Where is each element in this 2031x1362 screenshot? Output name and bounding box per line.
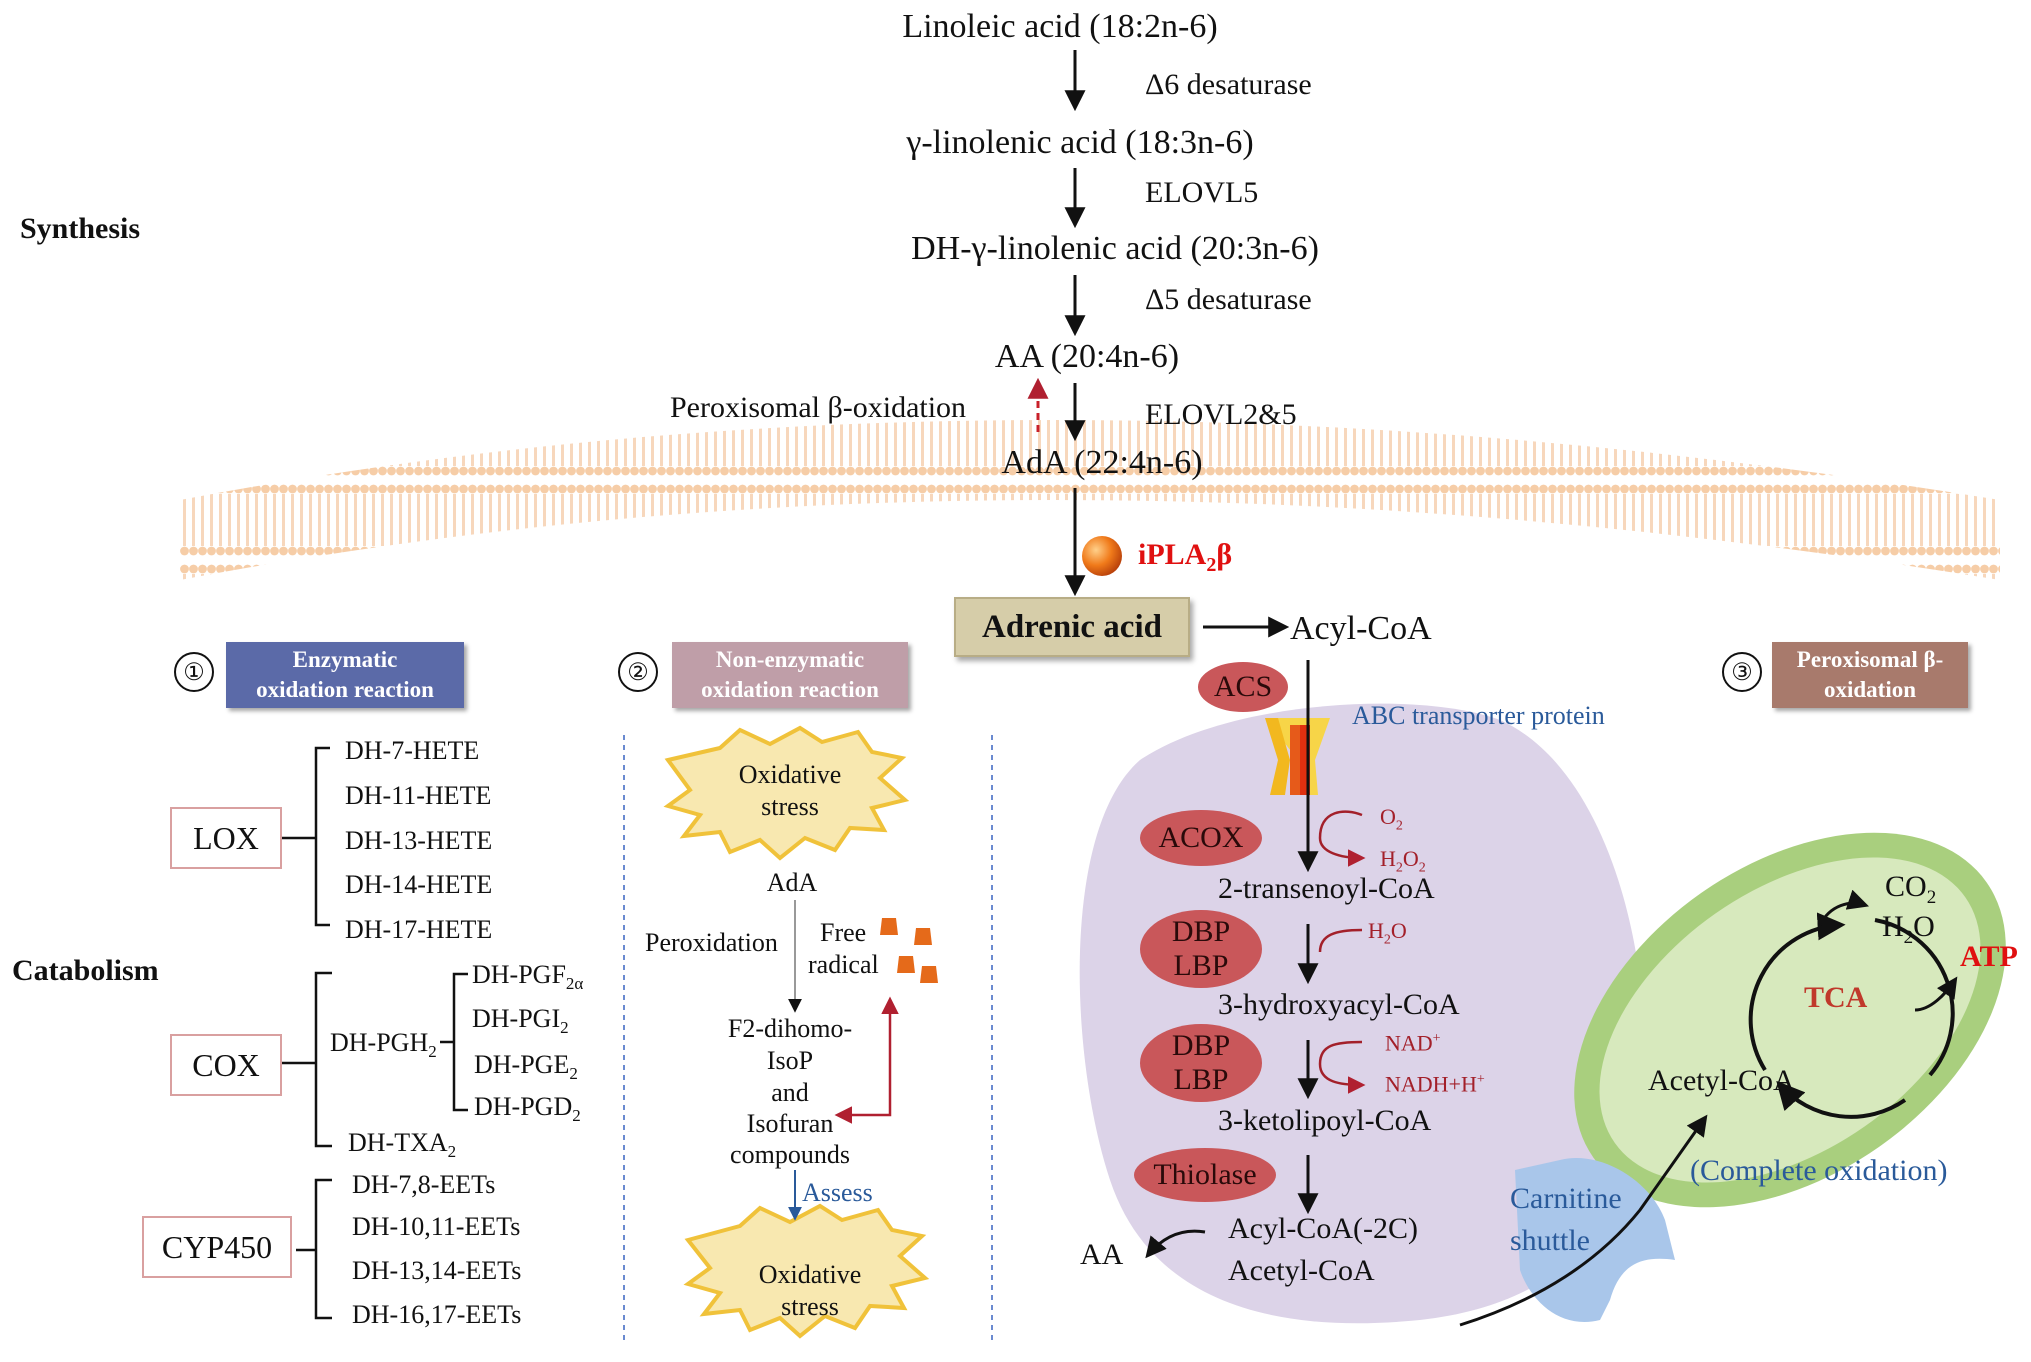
adrenic-acid-ada: AdA (22:4n-6): [1001, 444, 1203, 481]
ada-label: AdA: [766, 868, 818, 897]
lox-product-2: DH-11-HETE: [345, 781, 492, 810]
delta6-desaturase: Δ6 desaturase: [1145, 68, 1312, 101]
lox-box: LOX: [170, 807, 282, 869]
tca-label: TCA: [1804, 981, 1868, 1014]
h2o-label: H2O: [1368, 918, 1407, 948]
nad-label: NAD+: [1385, 1030, 1441, 1056]
oxidative-stress-burst-1: [663, 725, 910, 861]
hydroxyacyl-coa: 3-hydroxyacyl-CoA: [1218, 988, 1460, 1021]
adrenic-acid-box: Adrenic acid: [954, 597, 1190, 657]
ipla2-enzyme-icon: [1082, 536, 1122, 576]
f2-line5: compounds: [730, 1140, 850, 1169]
oxidative-stress-2-line1: Oxidative: [758, 1260, 862, 1289]
free-label: Free: [820, 918, 867, 947]
section3-header: Peroxisomal β-oxidation: [1772, 642, 1968, 708]
elovl2-5-enzyme: ELOVL2&5: [1145, 398, 1297, 431]
lox-product-5: DH-17-HETE: [345, 915, 493, 944]
nadh-label: NADH+H+: [1385, 1071, 1485, 1097]
cyp-product-1: DH-7,8-EETs: [352, 1170, 496, 1199]
f2-line4: Isofuran: [746, 1109, 834, 1138]
ketolipoyl-coa: 3-ketolipoyl-CoA: [1218, 1104, 1432, 1137]
acs-enzyme: ACS: [1198, 662, 1288, 712]
cyp-product-3: DH-13,14-EETs: [352, 1256, 522, 1285]
oxidative-stress-1-line1: Oxidative: [738, 760, 842, 789]
oxidative-stress-burst-2: [683, 1203, 930, 1339]
oxidative-stress-2-line2: stress: [781, 1292, 839, 1321]
synthesis-label: Synthesis: [20, 212, 141, 245]
arachidonic-acid: AA (20:4n-6): [994, 338, 1180, 375]
cyp-product-2: DH-10,11-EETs: [352, 1212, 521, 1241]
cox-box: COX: [170, 1034, 282, 1096]
co2-label: CO2: [1885, 870, 1937, 908]
acyl-coa-minus-2c: Acyl-CoA(-2C): [1228, 1212, 1418, 1245]
cyp-product-4: DH-16,17-EETs: [352, 1300, 522, 1329]
atp-label: ATP: [1960, 940, 2018, 973]
assess-label: Assess: [802, 1178, 873, 1207]
peroxidation-label: Peroxidation: [645, 928, 778, 957]
abc-transporter-label: ABC transporter protein: [1352, 701, 1605, 730]
gamma-linolenic-acid: γ-linolenic acid (18:3n-6): [906, 124, 1254, 161]
peroxisomal-beta-oxidation-label: Peroxisomal β-oxidation: [670, 391, 967, 424]
cox-pgi2: DH-PGI2: [472, 1004, 569, 1038]
cell-membrane: [180, 420, 2000, 580]
elovl5-enzyme: ELOVL5: [1145, 176, 1259, 209]
acetyl-coa-peroxisome: Acetyl-CoA: [1228, 1254, 1375, 1287]
h2o-mito-label: H2O: [1882, 910, 1935, 948]
section1-number: ①: [174, 652, 214, 692]
linoleic-acid: Linoleic acid (18:2n-6): [902, 8, 1218, 45]
thiolase-enzyme: Thiolase: [1134, 1148, 1276, 1202]
lox-product-4: DH-14-HETE: [345, 870, 493, 899]
delta5-desaturase: Δ5 desaturase: [1145, 283, 1312, 316]
cox-pge2: DH-PGE2: [474, 1050, 578, 1084]
f2-line3: and: [771, 1078, 809, 1107]
ipla2-beta-label: iPLA2β: [1138, 538, 1233, 576]
abc-transporter-icon: [1265, 718, 1330, 795]
f2-line1: F2-dihomo-: [727, 1014, 853, 1043]
cox-pgd2: DH-PGD2: [474, 1092, 581, 1126]
o2-label: O2: [1380, 804, 1403, 834]
lox-product-1: DH-7-HETE: [345, 736, 480, 765]
acox-enzyme: ACOX: [1140, 810, 1262, 866]
transenoyl-coa: 2-transenoyl-CoA: [1218, 872, 1435, 905]
carnitine-shuttle-icon: [1515, 1158, 1675, 1322]
cox-pgf2a: DH-PGF2α: [472, 960, 584, 994]
aa-product: AA: [1080, 1238, 1124, 1271]
f2-line2: IsoP: [766, 1046, 814, 1075]
section2-number: ②: [618, 652, 658, 692]
cox-pgh2: DH-PGH2: [330, 1028, 437, 1062]
complete-oxidation-label: (Complete oxidation): [1690, 1154, 1948, 1187]
dgla: DH-γ-linolenic acid (20:3n-6): [911, 230, 1319, 267]
carnitine-label: Carnitine: [1510, 1182, 1622, 1215]
h2o2-label: H2O2: [1380, 846, 1426, 876]
lox-product-3: DH-13-HETE: [345, 826, 493, 855]
acyl-coa: Acyl-CoA: [1290, 610, 1432, 647]
shuttle-label: shuttle: [1510, 1224, 1590, 1257]
oxidative-stress-1-line2: stress: [761, 792, 819, 821]
cox-txa2: DH-TXA2: [348, 1128, 457, 1162]
catabolism-label: Catabolism: [12, 954, 159, 987]
radical-label: radical: [808, 950, 879, 979]
cyp450-box: CYP450: [142, 1216, 292, 1278]
acetyl-coa-mito: Acetyl-CoA: [1648, 1064, 1795, 1097]
section3-number: ③: [1722, 652, 1762, 692]
